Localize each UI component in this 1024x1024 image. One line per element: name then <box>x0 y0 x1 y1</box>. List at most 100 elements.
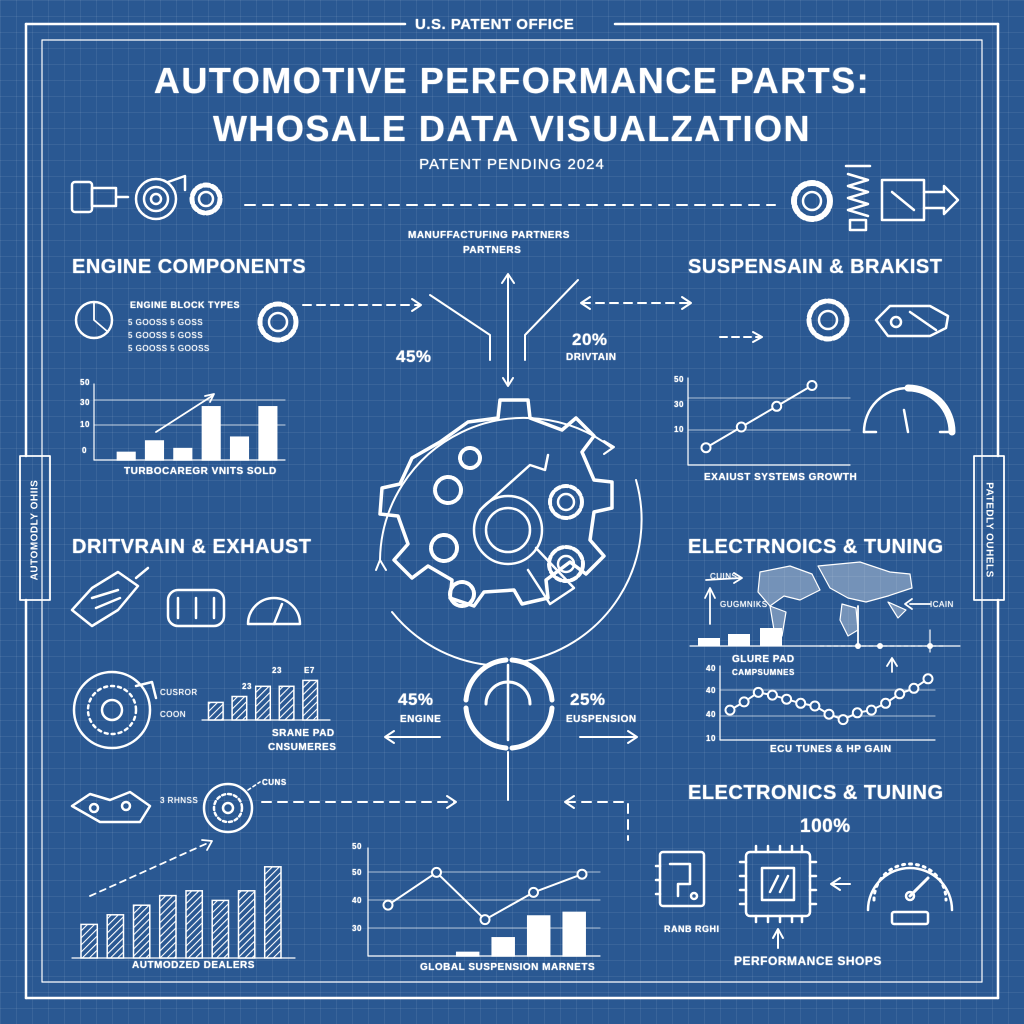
bar <box>144 440 165 461</box>
markets-axis-tick-1: 50 <box>352 842 362 851</box>
partners-label-line-1: MANUFFACTUFING PARTNERS <box>408 230 570 241</box>
turbo-chart-label: TURBOCAREGR VNITS SOLD <box>124 466 277 477</box>
engine-share-pct: 45% <box>398 690 434 709</box>
speedometer-icon <box>866 862 954 926</box>
suspension-share-pct: 25% <box>570 690 606 709</box>
data-point <box>865 704 877 716</box>
page-title-line-1: AUTOMOTIVE PERFORMANCE PARTS: <box>153 60 871 101</box>
bar <box>278 685 295 721</box>
markets-chart-label: GLOBAL SUSPENSION MARNETS <box>420 962 596 973</box>
series-line <box>705 384 813 449</box>
ecu-chart-label: ECU TUNES & HP GAIN <box>770 744 892 755</box>
bar <box>173 447 193 461</box>
exhaust-line-chart <box>700 380 818 454</box>
left-side-label: AUTOMODLY OHIIS <box>29 479 41 581</box>
exhaust-axis-tick-1: 50 <box>674 375 684 384</box>
ecu-chart-axes <box>719 665 936 741</box>
clutch-disc-icon <box>202 781 261 834</box>
page-title-line-2: WHOSALE DATA VISUALZATION <box>212 108 812 149</box>
drivetrain-share-pct: 20% <box>572 330 608 349</box>
data-point <box>576 868 588 880</box>
catalytic-converter-icon <box>70 566 150 628</box>
outer-frame <box>19 22 1005 1000</box>
data-point <box>752 686 764 698</box>
coil-spring-icon <box>844 164 872 232</box>
shops-dashed-connector <box>565 801 629 841</box>
map-right-label: ICAIN <box>930 600 954 609</box>
turbo-axis-tick-3: 10 <box>80 420 90 429</box>
map-marker <box>927 643 933 649</box>
data-point <box>851 707 863 719</box>
ecu-axis-tick-1: 40 <box>706 664 716 673</box>
shops-pct: 100% <box>800 816 851 837</box>
map-marker <box>855 643 861 649</box>
bar <box>254 685 272 721</box>
rotor-label: CUSROR <box>160 688 198 697</box>
data-point <box>880 697 892 709</box>
engine-section-title: ENGINE COMPONENTS <box>72 256 307 278</box>
map-bar <box>760 628 782 646</box>
turbo-bar-chart <box>116 406 278 461</box>
series-line <box>387 871 583 921</box>
bar <box>211 899 230 959</box>
drivetrain-section-title: DRITVRAIN & EXHAUST <box>72 536 312 558</box>
gauge-icon <box>862 384 956 436</box>
markets-line-chart <box>382 866 588 926</box>
engine-legend-1: 5 GOOSS 5 GOSS <box>128 318 204 327</box>
engine-legend-3: 5 GOOSS 5 GOOSS <box>128 344 210 353</box>
ecu-axis-tick-4: 10 <box>706 734 716 743</box>
data-point <box>837 714 849 726</box>
brake-rotor-icon <box>72 670 158 750</box>
dealers-chart-label: AUTMODZED DEALERS <box>132 960 255 971</box>
data-point <box>908 682 920 694</box>
data-point <box>771 400 783 412</box>
map-label: CUINS <box>710 572 738 581</box>
bar <box>207 701 224 721</box>
engine-block-pie-chart <box>74 300 114 340</box>
markets-bar-chart <box>455 911 586 957</box>
map-sublabel: GUGMNIKS <box>720 600 768 609</box>
markets-axis-tick-3: 40 <box>352 896 362 905</box>
ecu-box-icon <box>880 178 960 222</box>
dealers-bar-chart <box>80 866 282 959</box>
bar <box>201 406 221 461</box>
engine-legend-2: 5 GOOSS 5 GOSS <box>128 331 204 340</box>
turbo-axis-tick-1: 50 <box>80 378 90 387</box>
bar <box>80 923 99 959</box>
brake-bar-label-2: 23 <box>272 666 282 675</box>
data-point <box>781 693 793 705</box>
electronics-section-title: ELECTRNOICS & TUNING <box>688 536 944 558</box>
data-point <box>894 688 906 700</box>
bar <box>258 406 278 461</box>
glue-pad-label-line-1: GLURE PAD <box>732 654 795 665</box>
dealers-trend-arrow <box>89 841 211 897</box>
data-point <box>431 866 442 878</box>
partners-arrows <box>429 273 763 387</box>
brake-bar-label-1: 23 <box>242 682 252 691</box>
bar <box>302 679 319 721</box>
engine-pie-title: ENGINE BLOCK TYPES <box>130 300 241 310</box>
bar <box>263 866 282 959</box>
data-point <box>738 696 750 708</box>
world-map-panel <box>689 561 961 673</box>
data-point <box>809 700 821 712</box>
data-point <box>823 708 835 720</box>
bar <box>231 695 248 721</box>
bar <box>526 915 551 957</box>
bar <box>229 436 250 461</box>
glue-pad-label-line-2: CAMPSUMNES <box>732 668 795 677</box>
exhaust-chart-label: EXAIUST SYSTEMS GROWTH <box>704 472 858 483</box>
brake-bar-label-3: E7 <box>304 666 315 675</box>
brake-pad-bar-chart <box>207 679 319 721</box>
data-point <box>724 704 736 716</box>
ecu-axis-tick-3: 40 <box>706 710 716 719</box>
ecu-line-chart <box>724 673 934 726</box>
brake-chart-label-line-2: CNSUMERES <box>268 742 337 753</box>
markets-chart-axes <box>367 847 601 957</box>
gear-icon <box>189 182 223 216</box>
piston-icon <box>70 180 130 214</box>
engine-share-label: ENGINE <box>400 714 442 725</box>
bar <box>132 904 151 959</box>
gear-icon-right <box>791 180 833 222</box>
